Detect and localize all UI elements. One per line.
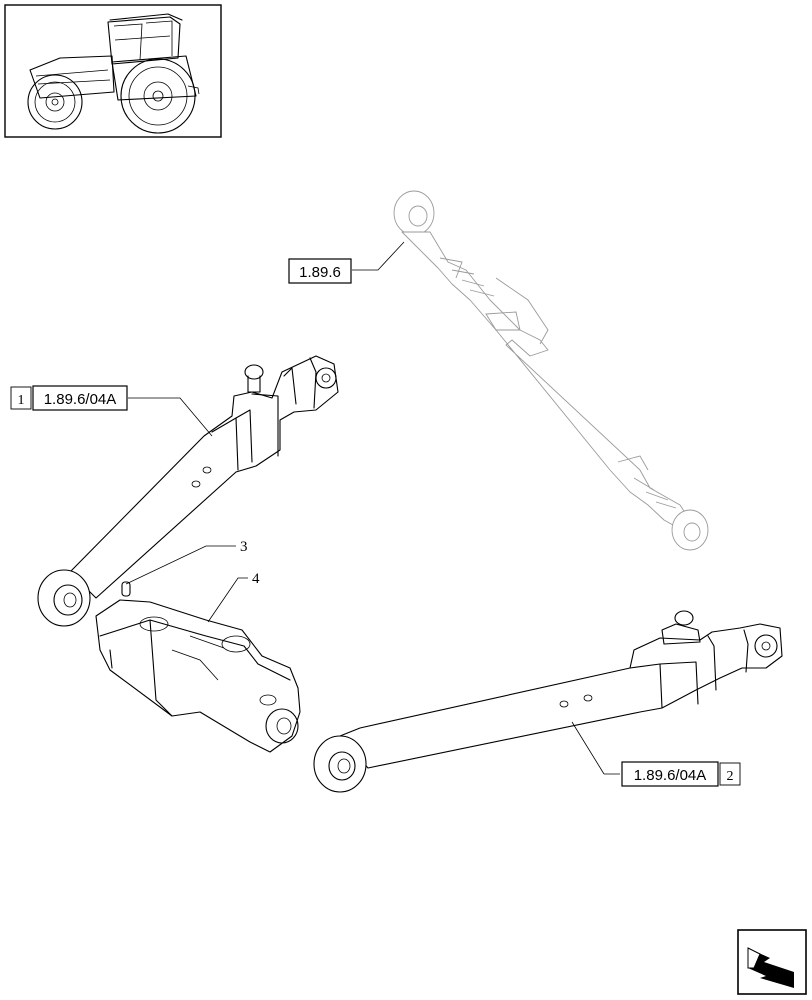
front-wheel [27,74,83,130]
next-page-arrow-icon[interactable] [737,929,807,995]
ref-left-arm[interactable]: 1 1.89.6/04A [10,385,128,411]
ref-right-arm-index: 2 [727,769,734,784]
ref-left-arm-index: 1 [18,393,25,408]
right-lower-arm [313,610,783,793]
top-link-ghost [393,190,709,551]
left-lower-arm [37,355,339,627]
rear-wheel [120,58,196,134]
ref-top-link[interactable]: 1.89.6 [288,258,352,284]
ref-right-arm[interactable]: 1.89.6/04A 2 [621,761,741,787]
item-number-3: 3 [240,539,248,555]
leader-lines [125,241,620,775]
drawbar-bracket [95,599,301,753]
ref-left-arm-label: 1.89.6/04A [44,391,117,408]
left-arm-pin-icon [244,364,264,393]
ref-right-arm-label: 1.89.6/04A [634,767,707,784]
small-pin [121,581,131,597]
right-arm-pin-icon [661,610,701,645]
item-number-4: 4 [252,571,260,587]
ref-top-link-label: 1.89.6 [299,264,341,281]
tractor-thumbnail-icon[interactable] [4,4,222,138]
